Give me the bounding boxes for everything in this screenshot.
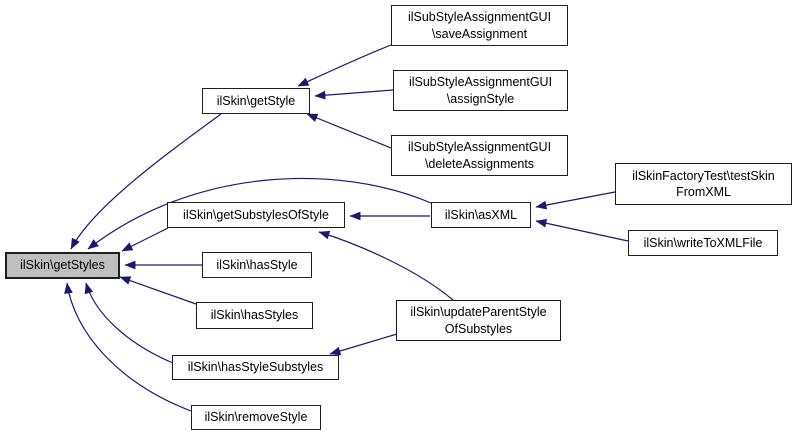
node-ilskin-asxml[interactable]: ilSkin\asXML [431, 202, 531, 228]
edge-getStyle-to-getStyles [70, 113, 222, 250]
node-ilsubstyleassignmentgui-saveassignment[interactable]: ilSubStyleAssignmentGUI \saveAssignment [391, 5, 568, 46]
edge-getSubstylesOfStyle-to-getStyles [121, 227, 169, 252]
edge-assignStyle-to-getStyle [314, 89, 394, 100]
edge-hasStyles-to-getStyles [119, 276, 197, 305]
node-label-line1: ilSubStyleAssignmentGUI [407, 140, 552, 154]
edge-testSkinFromXML-to-asXML [535, 191, 616, 210]
node-ilsubstyleassignmentgui-assignstyle[interactable]: ilSubStyleAssignmentGUI \assignStyle [393, 70, 568, 111]
node-label: ilSkin\asXML [444, 207, 518, 222]
node-label-line2: FromXML [676, 185, 731, 199]
node-label-line2: \deleteAssignments [424, 156, 535, 171]
node-ilsubstyleassignmentgui-deleteassignments[interactable]: ilSubStyleAssignmentGUI \deleteAssignmen… [391, 135, 568, 176]
node-ilskin-writetoxmlfile[interactable]: ilSkin\writeToXMLFile [628, 230, 778, 256]
node-label-line1: ilSubStyleAssignmentGUI [407, 10, 552, 24]
edge-removeStyle-to-getStyles [64, 282, 192, 412]
node-ilskin-getsubstylesofstyle[interactable]: ilSkin\getSubstylesOfStyle [167, 202, 345, 228]
node-ilskin-hasstyles[interactable]: ilSkin\hasStyles [196, 302, 313, 329]
node-label-line2: \assignStyle [446, 91, 515, 106]
node-label: ilSkin\hasStyles [210, 308, 299, 323]
edge-hasStyleSubstyles-to-getStyles [84, 282, 174, 364]
node-label-line1: ilSubStyleAssignmentGUI [408, 75, 553, 89]
edge-updateParentStyleOfSubstyles-to-hasStyleSubstyles [329, 333, 398, 356]
edge-writeToXMLFile-to-asXML [535, 218, 629, 242]
node-ilskinfactorytest-testskinfromxml[interactable]: ilSkinFactoryTest\testSkin FromXML [615, 163, 792, 205]
edge-asXML-to-getStyles [87, 177, 432, 250]
node-label: ilSkin\getStyles [20, 258, 105, 273]
node-label: ilSkin\hasStyleSubstyles [187, 360, 324, 375]
edge-saveAssignment-to-getStyle [297, 44, 392, 87]
edge-deleteAssignments-to-getStyle [306, 113, 392, 149]
node-ilskin-hasstylesubstyles[interactable]: ilSkin\hasStyleSubstyles [172, 355, 339, 380]
node-label: ilSkin\removeStyle [204, 410, 308, 425]
node-label-line1: ilSkinFactoryTest\testSkin [632, 168, 775, 183]
node-label: ilSkin\writeToXMLFile [643, 235, 763, 250]
node-label: ilSkin\hasStyle [216, 257, 298, 272]
node-label-line1: ilSkin\updateParentStyle [410, 305, 547, 319]
node-ilskin-removestyle[interactable]: ilSkin\removeStyle [191, 405, 321, 430]
node-ilskin-getstyle[interactable]: ilSkin\getStyle [202, 88, 310, 114]
node-label: ilSkin\getSubstylesOfStyle [183, 207, 329, 222]
node-label-line2: OfSubstyles [444, 321, 513, 336]
node-ilskin-updateparentstyleofsubstyles[interactable]: ilSkin\updateParentStyle OfSubstyles [396, 300, 561, 341]
node-ilskin-hasstyle[interactable]: ilSkin\hasStyle [202, 252, 312, 278]
node-label-line2: \saveAssignment [431, 26, 528, 41]
edge-updateParentStyleOfSubstyles-to-getSubstylesOfStyle [318, 230, 454, 301]
node-ilskin-getstyles[interactable]: ilSkin\getStyles [5, 252, 120, 279]
node-label: ilSkin\getStyle [216, 93, 296, 108]
